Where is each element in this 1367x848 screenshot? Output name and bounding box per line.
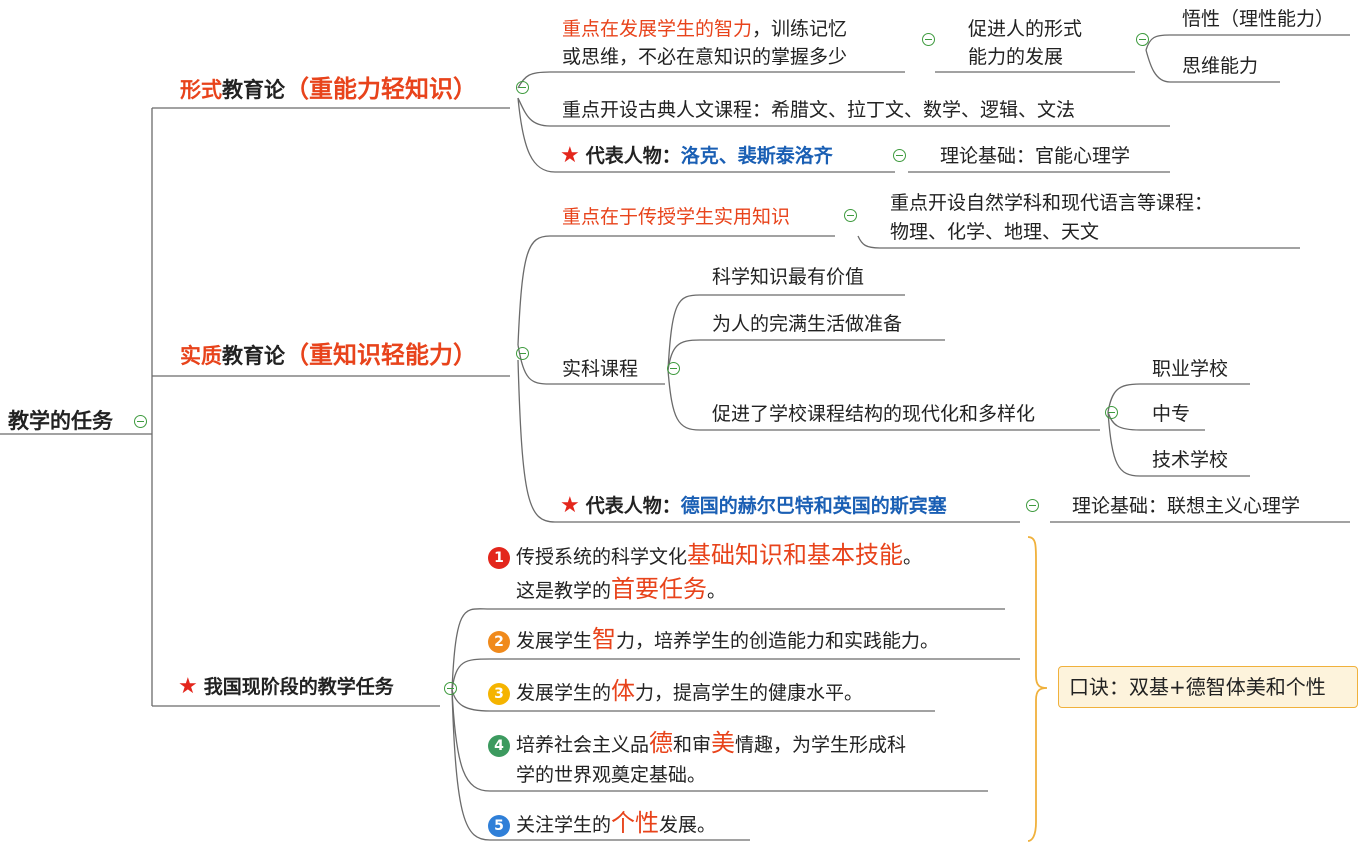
star-icon: ★ [560, 143, 580, 168]
formal-focus-line2[interactable]: 或思维，不必在意知识的掌握多少 [562, 46, 848, 68]
star-icon: ★ [178, 674, 198, 699]
task-text: 传授系统的科学文化 [516, 546, 688, 568]
formal-ability-2[interactable]: 思维能力 [1182, 55, 1259, 77]
china-tasks-topic[interactable]: ★ 我国现阶段的教学任务 [178, 672, 394, 702]
collapse-icon[interactable] [1026, 499, 1039, 512]
number-3-icon: 3 [488, 682, 510, 705]
formal-topic[interactable]: 形式教育论（重能力轻知识） [180, 74, 477, 105]
task-highlight: 德 [649, 729, 674, 757]
formal-focus[interactable]: 重点在发展学生的智力，训练记忆 [562, 14, 847, 44]
material-rep-label: 代表人物： [585, 495, 681, 517]
material-courses-line2[interactable]: 物理、化学、地理、天文 [890, 221, 1100, 243]
formal-rep-label: 代表人物： [585, 145, 681, 167]
material-courses-line1[interactable]: 重点开设自然学科和现代语言等课程： [890, 192, 1214, 214]
task-highlight: 个性 [611, 809, 660, 837]
collapse-icon[interactable] [1136, 33, 1149, 46]
mnemonic-callout[interactable]: 口诀：双基+德智体美和个性 [1058, 666, 1358, 708]
formal-courses[interactable]: 重点开设古典人文课程：希腊文、拉丁文、数学、逻辑、文法 [562, 99, 1076, 121]
collapse-icon[interactable] [667, 362, 680, 375]
formal-rep-names: 洛克、裴斯泰洛齐 [680, 145, 833, 167]
task-highlight: 首要任务 [611, 575, 708, 603]
formal-promote-line2[interactable]: 能力的发展 [968, 46, 1064, 68]
task-text: 。 [903, 546, 923, 568]
collapse-icon[interactable] [893, 149, 906, 162]
formal-prefix: 形式 [180, 78, 222, 102]
task-highlight: 智 [592, 625, 617, 653]
formal-promote-line1[interactable]: 促进人的形式 [968, 18, 1083, 40]
formal-suffix: 教育论 [222, 78, 285, 102]
material-theory[interactable]: 理论基础：联想主义心理学 [1072, 495, 1301, 517]
formal-theory[interactable]: 理论基础：官能心理学 [940, 145, 1131, 167]
number-4-icon: 4 [488, 734, 510, 757]
material-pc-2[interactable]: 为人的完满生活做准备 [712, 313, 903, 335]
task-highlight: 美 [711, 729, 736, 757]
material-practical-courses[interactable]: 实科课程 [562, 358, 639, 380]
formal-bracket: （重能力轻知识） [285, 75, 477, 103]
number-5-icon: 5 [488, 814, 510, 837]
task-highlight: 基础知识和基本技能 [687, 541, 904, 569]
school-item[interactable]: 技术学校 [1152, 449, 1229, 471]
material-topic[interactable]: 实质教育论（重知识轻能力） [180, 340, 477, 371]
collapse-icon[interactable] [1105, 406, 1118, 419]
task-highlight: 体 [611, 677, 636, 705]
number-2-icon: 2 [488, 630, 510, 653]
china-tasks-label: 我国现阶段的教学任务 [203, 676, 394, 698]
task-text: 发展学生的 [516, 682, 612, 704]
task-text: 培养社会主义品 [516, 734, 650, 756]
number-1-icon: 1 [488, 546, 510, 569]
collapse-icon[interactable] [844, 209, 857, 222]
material-bracket: （重知识轻能力） [285, 341, 477, 369]
task-text: 发展。 [659, 814, 717, 836]
task-4[interactable]: 4 培养社会主义品德和审美情趣，为学生形成科 [488, 728, 906, 760]
root-topic[interactable]: 教学的任务 [8, 409, 113, 433]
material-suffix: 教育论 [222, 344, 285, 368]
material-rep-names: 德国的赫尔巴特和英国的斯宾塞 [680, 495, 947, 517]
material-prefix: 实质 [180, 344, 222, 368]
task-text: 力，提高学生的健康水平。 [635, 682, 864, 704]
collapse-icon[interactable] [516, 347, 529, 360]
star-icon: ★ [560, 493, 580, 518]
formal-focus-rest: ，训练记忆 [752, 18, 848, 40]
task-1[interactable]: 1 传授系统的科学文化基础知识和基本技能。 [488, 540, 922, 572]
task-text: 。 [707, 580, 727, 602]
formal-representatives[interactable]: ★ 代表人物：洛克、裴斯泰洛齐 [560, 141, 833, 171]
task-text: 和审 [673, 734, 712, 756]
collapse-icon[interactable] [444, 682, 457, 695]
task-text: 这是教学的 [516, 580, 612, 602]
task-text: 力，培养学生的创造能力和实践能力。 [616, 630, 940, 652]
collapse-icon[interactable] [516, 81, 529, 94]
task-2[interactable]: 2 发展学生智力，培养学生的创造能力和实践能力。 [488, 624, 939, 656]
material-pc-3[interactable]: 促进了学校课程结构的现代化和多样化 [712, 403, 1036, 425]
formal-focus-red: 重点在发展学生的智力 [562, 18, 753, 40]
collapse-icon[interactable] [922, 33, 935, 46]
collapse-icon[interactable] [134, 415, 147, 428]
school-item[interactable]: 中专 [1152, 403, 1191, 425]
task-text: 关注学生的 [516, 814, 612, 836]
task-5[interactable]: 5 关注学生的个性发展。 [488, 808, 716, 840]
task-text: 情趣，为学生形成科 [735, 734, 907, 756]
task-text: 发展学生 [516, 630, 593, 652]
material-pc-1[interactable]: 科学知识最有价值 [712, 266, 865, 288]
task-3[interactable]: 3 发展学生的体力，提高学生的健康水平。 [488, 676, 863, 708]
formal-ability-1[interactable]: 悟性（理性能力） [1182, 8, 1335, 30]
material-focus[interactable]: 重点在于传授学生实用知识 [562, 206, 791, 228]
school-item[interactable]: 职业学校 [1152, 358, 1229, 380]
material-representatives[interactable]: ★ 代表人物：德国的赫尔巴特和英国的斯宾塞 [560, 491, 947, 521]
task-1-line2[interactable]: 这是教学的首要任务。 [516, 574, 726, 606]
task-4-line2[interactable]: 学的世界观奠定基础。 [516, 764, 707, 786]
